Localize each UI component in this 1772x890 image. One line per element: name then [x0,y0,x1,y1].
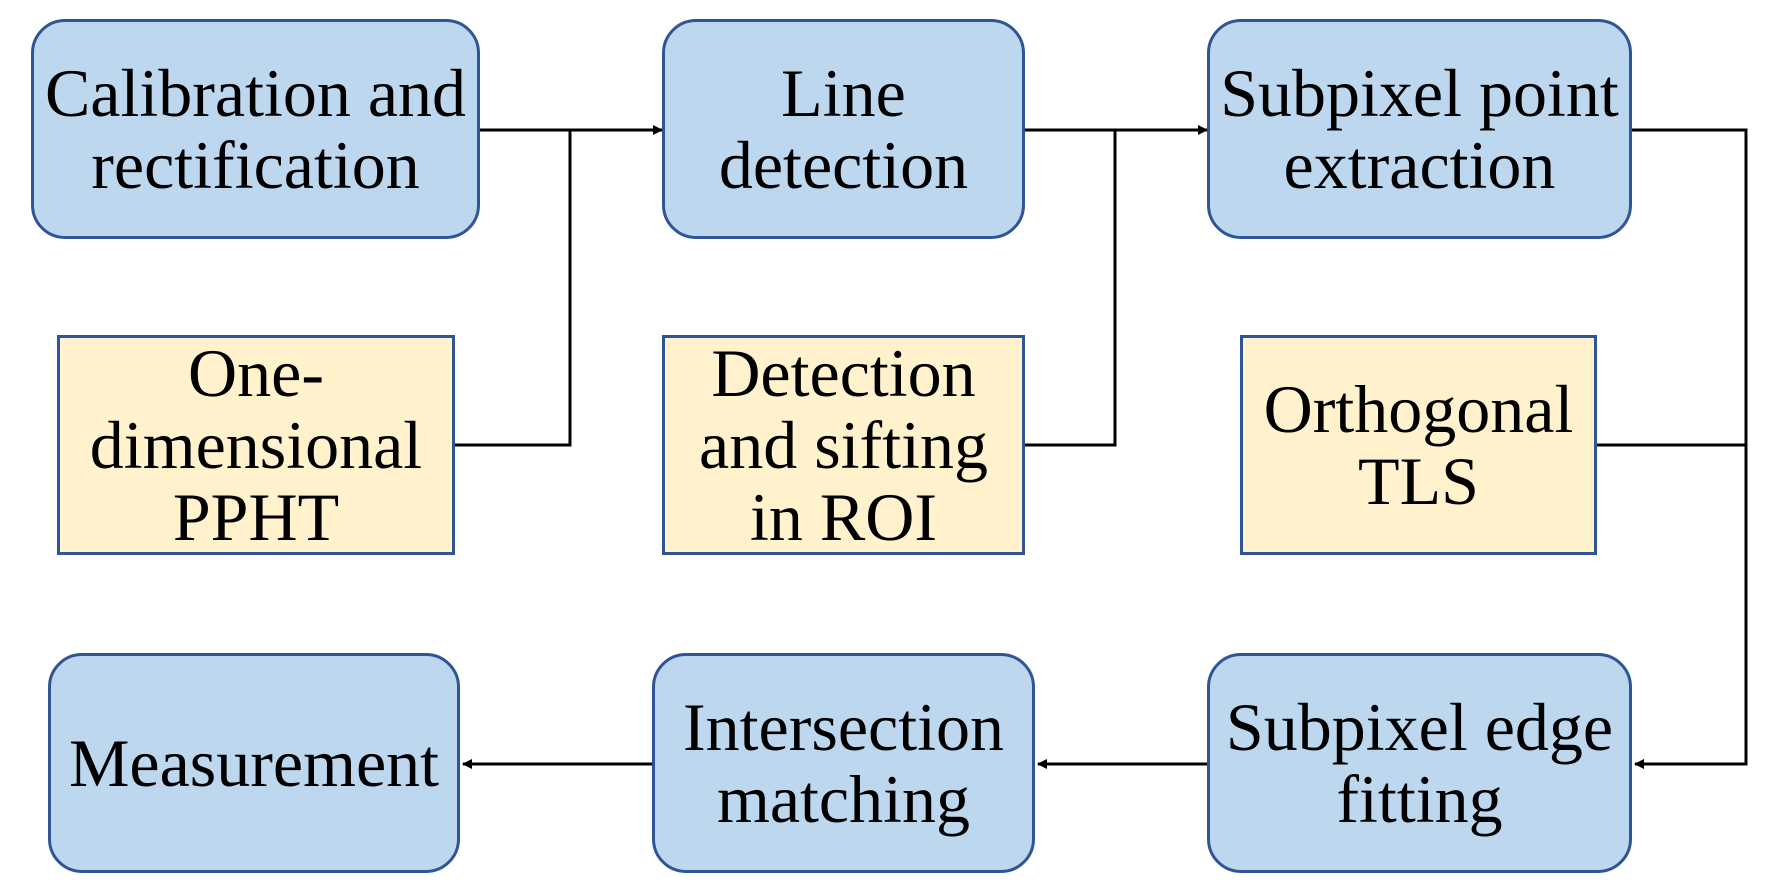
subpixel-point-extraction-box: Subpixel point extraction [1207,19,1632,239]
line-detection-box: Line detection [662,19,1025,239]
detection-sifting-roi-box: Detection and sifting in ROI [662,335,1025,555]
subpixel-edge-fitting-label: Subpixel edge fitting [1225,689,1614,837]
orthogonal-tls-label: Orthogonal TLS [1263,371,1574,519]
detection-sifting-roi-label: Detection and sifting in ROI [699,335,988,555]
calibration-rectification-label: Calibration and rectification [44,55,467,203]
intersection-matching-box: Intersection matching [652,653,1035,873]
measurement-label: Measurement [68,725,440,801]
one-dimensional-pppht-label: One- dimensional PPHT [89,335,423,555]
arrow-subpixel-point-to-subpixel-edge [1632,128,1748,769]
intersection-matching-label: Intersection matching [683,689,1004,837]
connector-pppht [455,130,572,447]
calibration-rectification-box: Calibration and rectification [31,19,480,239]
measurement-box: Measurement [48,653,460,873]
line-detection-label: Line detection [718,55,969,203]
orthogonal-tls-box: Orthogonal TLS [1240,335,1597,555]
one-dimensional-pppht-box: One- dimensional PPHT [57,335,455,555]
subpixel-point-extraction-label: Subpixel point extraction [1220,55,1619,203]
subpixel-edge-fitting-box: Subpixel edge fitting [1207,653,1632,873]
connector-roi [1025,130,1117,447]
